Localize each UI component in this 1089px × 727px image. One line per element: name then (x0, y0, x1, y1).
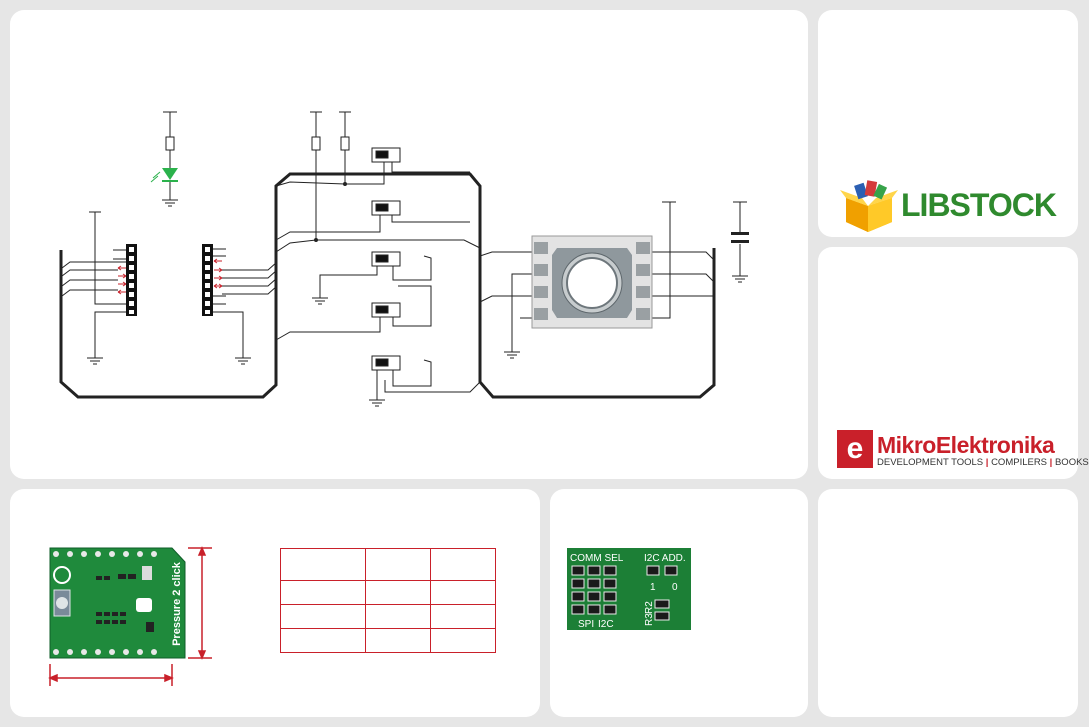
dimension-lines (48, 546, 212, 686)
mikroe-e-icon: e (847, 432, 864, 465)
jumper-3 (371, 251, 401, 267)
mikroe-wordmark: MikroElektronika (877, 432, 1055, 458)
jumper-2 (371, 200, 401, 216)
led-symbol (150, 168, 178, 183)
capacitor (731, 232, 749, 243)
schematic-panel (10, 10, 808, 479)
r3-label: R3 (644, 613, 655, 626)
signal-arrows (117, 258, 223, 295)
comm-sel-label: COMM SEL (570, 553, 624, 564)
table-cell (280, 628, 366, 653)
i2c-label: I2C (598, 619, 614, 630)
mikroe-tagline: DEVELOPMENT TOOLS | COMPILERS | BOOKS (877, 457, 1089, 468)
jumpers (371, 147, 401, 371)
header-right (202, 244, 213, 316)
table-cell (430, 580, 496, 605)
table-row (280, 580, 496, 605)
table-cell (365, 628, 431, 653)
jumper-5 (371, 355, 401, 371)
table-row (280, 548, 496, 581)
table-cell (430, 628, 496, 653)
junction-dots (314, 182, 347, 242)
i2c-add-zero: 0 (672, 582, 678, 593)
jumper-4 (371, 302, 401, 318)
i2c-add-one: 1 (650, 582, 656, 593)
libstock-box-icon (840, 180, 898, 232)
spi-label: SPI (578, 619, 594, 630)
r2-label: R2 (644, 601, 655, 614)
spec-table (280, 548, 496, 653)
table-row (280, 628, 496, 653)
jumper-1 (371, 147, 401, 163)
i2c-add-label: I2C ADD. (644, 553, 686, 564)
libstock-wordmark: LIBSTOCK (901, 187, 1057, 223)
header-left (126, 244, 137, 316)
empty-panel (818, 489, 1078, 717)
pressure-sensor-chip (531, 235, 653, 329)
libstock-logo[interactable]: LIBSTOCK (840, 180, 1058, 232)
mikrobus-block-outline (59, 172, 716, 399)
table-cell (280, 548, 366, 581)
board-illustration: Pressure 2 click (49, 547, 186, 659)
jumper-closeup: COMM SEL I2C ADD. 1 0 SPI I2C R2 R3 (567, 548, 691, 630)
board-title: Pressure 2 click (171, 561, 183, 646)
mikroe-badge (837, 430, 873, 468)
table-cell (365, 580, 431, 605)
table-cell (280, 580, 366, 605)
table-cell (430, 548, 496, 581)
mikroe-logo[interactable]: e MikroElektronika DEVELOPMENT TOOLS | C… (837, 430, 1089, 468)
